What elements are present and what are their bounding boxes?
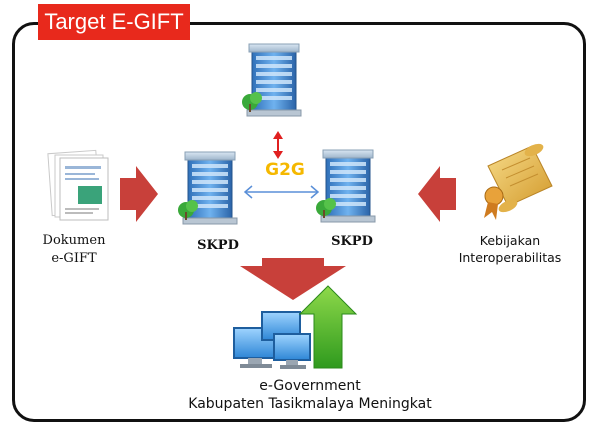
skpd-left-building-icon xyxy=(177,151,238,225)
document-flow-arrow xyxy=(120,166,158,222)
policy-label: Kebijakan Interoperabilitas xyxy=(440,232,580,266)
g2g-label: G2G xyxy=(265,160,305,180)
egov-label: e-Government Kabupaten Tasikmalaya Menin… xyxy=(150,377,470,413)
policy-label-line1: Kebijakan xyxy=(479,233,541,248)
computer-network-icon xyxy=(233,311,311,369)
policy-flow-arrow xyxy=(418,166,456,222)
g2g-link-arrow xyxy=(243,185,320,199)
egov-label-line1: e-Government xyxy=(259,378,361,394)
title-badge: Target E-GIFT xyxy=(38,4,190,40)
skpd-left-label: SKPD xyxy=(197,238,239,253)
policy-label-line2: Interoperabilitas xyxy=(458,250,562,265)
output-flow-arrow xyxy=(240,258,346,300)
certificate-icon xyxy=(484,143,553,220)
upward-arrow-icon xyxy=(298,285,358,369)
diagram-frame xyxy=(12,22,586,422)
document-label-line1: Dokumen xyxy=(42,233,106,248)
vertical-link-arrow xyxy=(273,131,283,159)
document-stack-icon xyxy=(47,149,109,221)
skpd-right-label: SKPD xyxy=(331,234,373,249)
document-label-line2: e-GIFT xyxy=(51,251,97,266)
egov-label-line2: Kabupaten Tasikmalaya Meningkat xyxy=(188,396,432,412)
document-label: Dokumen e-GIFT xyxy=(24,232,124,268)
top-building-icon xyxy=(241,43,302,117)
skpd-right-building-icon xyxy=(315,149,376,223)
